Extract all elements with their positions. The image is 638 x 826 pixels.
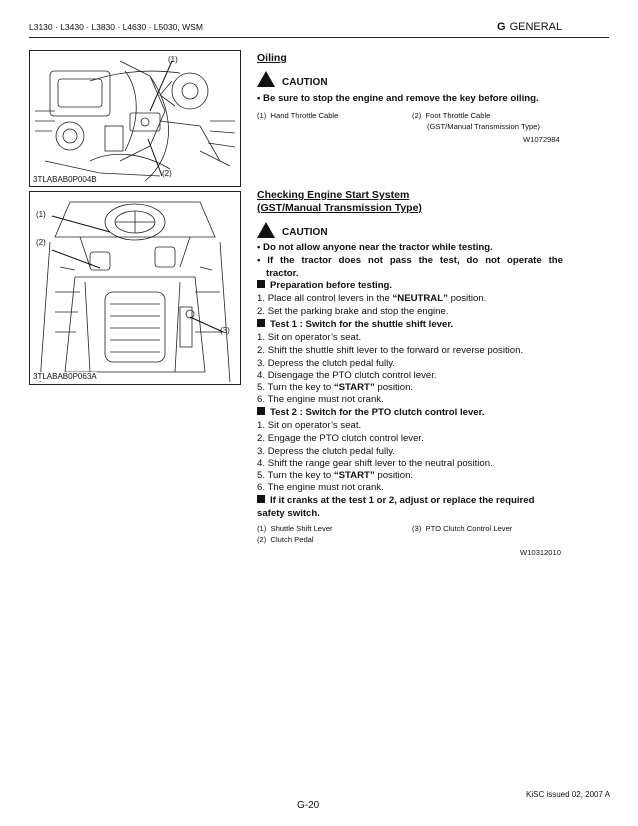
engine-illustration <box>35 60 236 182</box>
page-number: G-20 <box>297 800 320 811</box>
test2-step-3: 3. Depress the clutch pedal fully. <box>257 446 395 457</box>
test1-step-5: 5. Turn the key to “START” position. <box>257 382 414 393</box>
test1-step-3: 3. Depress the clutch pedal fully. <box>257 358 395 369</box>
legend-text: Foot Throttle Cable <box>425 111 491 120</box>
start-system-title-2: (GST/Manual Transmission Type) <box>257 202 422 214</box>
start-legend-2: (2) Clutch Pedal <box>257 535 314 544</box>
figure1-code: 3TLABAB0P004B <box>33 175 97 184</box>
operator-station-illustration <box>39 201 231 383</box>
oiling-caution-icon: ! <box>255 71 275 87</box>
oiling-title: Oiling <box>257 52 287 64</box>
section-letter: G <box>497 21 506 33</box>
final-note-1: If it cranks at the test 1 or 2, adjust … <box>257 495 534 508</box>
oiling-caution-label: CAUTION <box>282 77 328 88</box>
oiling-code: W1072984 <box>523 135 560 144</box>
test2-step-1: 1. Sit on operator’s seat. <box>257 420 362 431</box>
test1-step-1: 1. Sit on operator’s seat. <box>257 332 362 343</box>
figure2-callout-2: (2) <box>36 238 46 247</box>
test1-step-6: 6. The engine must not crank. <box>257 394 384 405</box>
test1-heading: Test 1 : Switch for the shuttle shift le… <box>257 319 453 332</box>
oiling-bullet-text: Be sure to stop the engine and remove th… <box>263 93 539 104</box>
prep-step-2: 2. Set the parking brake and stop the en… <box>257 306 449 317</box>
start-caution-icon: ! <box>255 222 275 238</box>
test2-heading-text: Test 2 : Switch for the PTO clutch contr… <box>270 407 485 418</box>
test1-step-4: 4. Disengage the PTO clutch control leve… <box>257 370 437 381</box>
test2-step-4: 4. Shift the range gear shift lever to t… <box>257 458 493 469</box>
prep-heading: Preparation before testing. <box>257 280 392 293</box>
oiling-legend-2: (2) Foot Throttle Cable <box>412 111 490 122</box>
start-system-code: W10312010 <box>520 548 561 557</box>
test1-step-2: 2. Shift the shuttle shift lever to the … <box>257 345 524 356</box>
start-bullet-1: • Do not allow anyone near the tractor w… <box>257 242 493 253</box>
start-caution-label: CAUTION <box>282 227 328 238</box>
header-rule <box>29 37 609 38</box>
oiling-legend-3: (GST/Manual Transmission Type) <box>427 122 540 133</box>
legend-text: (GST/Manual Transmission Type) <box>427 122 540 131</box>
figure1-callout-2: (2) <box>162 169 172 178</box>
test2-step-6: 6. The engine must not crank. <box>257 482 384 493</box>
start-legend-3: (3) PTO Clutch Control Lever <box>412 524 513 533</box>
final-note-2: safety switch. <box>257 508 320 519</box>
figure-engine-throttle-cables: (1) (2) 3TLABAB0P004B <box>29 50 241 187</box>
legend-num: (1) <box>257 111 267 120</box>
prep-step-1: 1. Place all control levers in the “NEUT… <box>257 293 487 304</box>
figure1-callout-1: (1) <box>168 55 178 64</box>
header-models: L3130 · L3430 · L3830 · L4630 · L5030, W… <box>29 22 203 32</box>
figure2-callout-1: (1) <box>36 210 46 219</box>
oiling-legend-1: (1) Hand Throttle Cable <box>257 111 338 122</box>
bullet-text: If the tractor does not pass the test, d… <box>267 255 563 266</box>
legend-text: Hand Throttle Cable <box>270 111 339 120</box>
figure2-code: 3TLABAB0P063A <box>33 372 97 381</box>
oiling-bullet: • Be sure to stop the engine and remove … <box>257 93 539 104</box>
start-bullet-2-cont: tractor. <box>266 268 299 279</box>
issued-note: KiSC issued 02, 2007 A <box>526 790 611 799</box>
start-bullet-2: • If the tractor does not pass the test,… <box>257 255 563 266</box>
figure2-callout-3: (3) <box>220 326 230 335</box>
legend-num: (2) <box>412 111 422 120</box>
bullet-text: Do not allow anyone near the tractor whi… <box>263 242 493 253</box>
test2-step-5: 5. Turn the key to “START” position. <box>257 470 414 481</box>
final-note-text: If it cranks at the test 1 or 2, adjust … <box>270 495 535 506</box>
section-name: GENERAL <box>509 21 563 33</box>
test1-heading-text: Test 1 : Switch for the shuttle shift le… <box>270 319 454 330</box>
start-system-title-1: Checking Engine Start System <box>257 189 410 201</box>
prep-heading-text: Preparation before testing. <box>270 280 393 291</box>
start-legend-1: (1) Shuttle Shift Lever <box>257 524 333 533</box>
test2-step-2: 2. Engage the PTO clutch control lever. <box>257 433 424 444</box>
figure-operator-station: (1) (2) (3) 3TLABAB0P063A <box>29 191 241 385</box>
test2-heading: Test 2 : Switch for the PTO clutch contr… <box>257 407 484 420</box>
